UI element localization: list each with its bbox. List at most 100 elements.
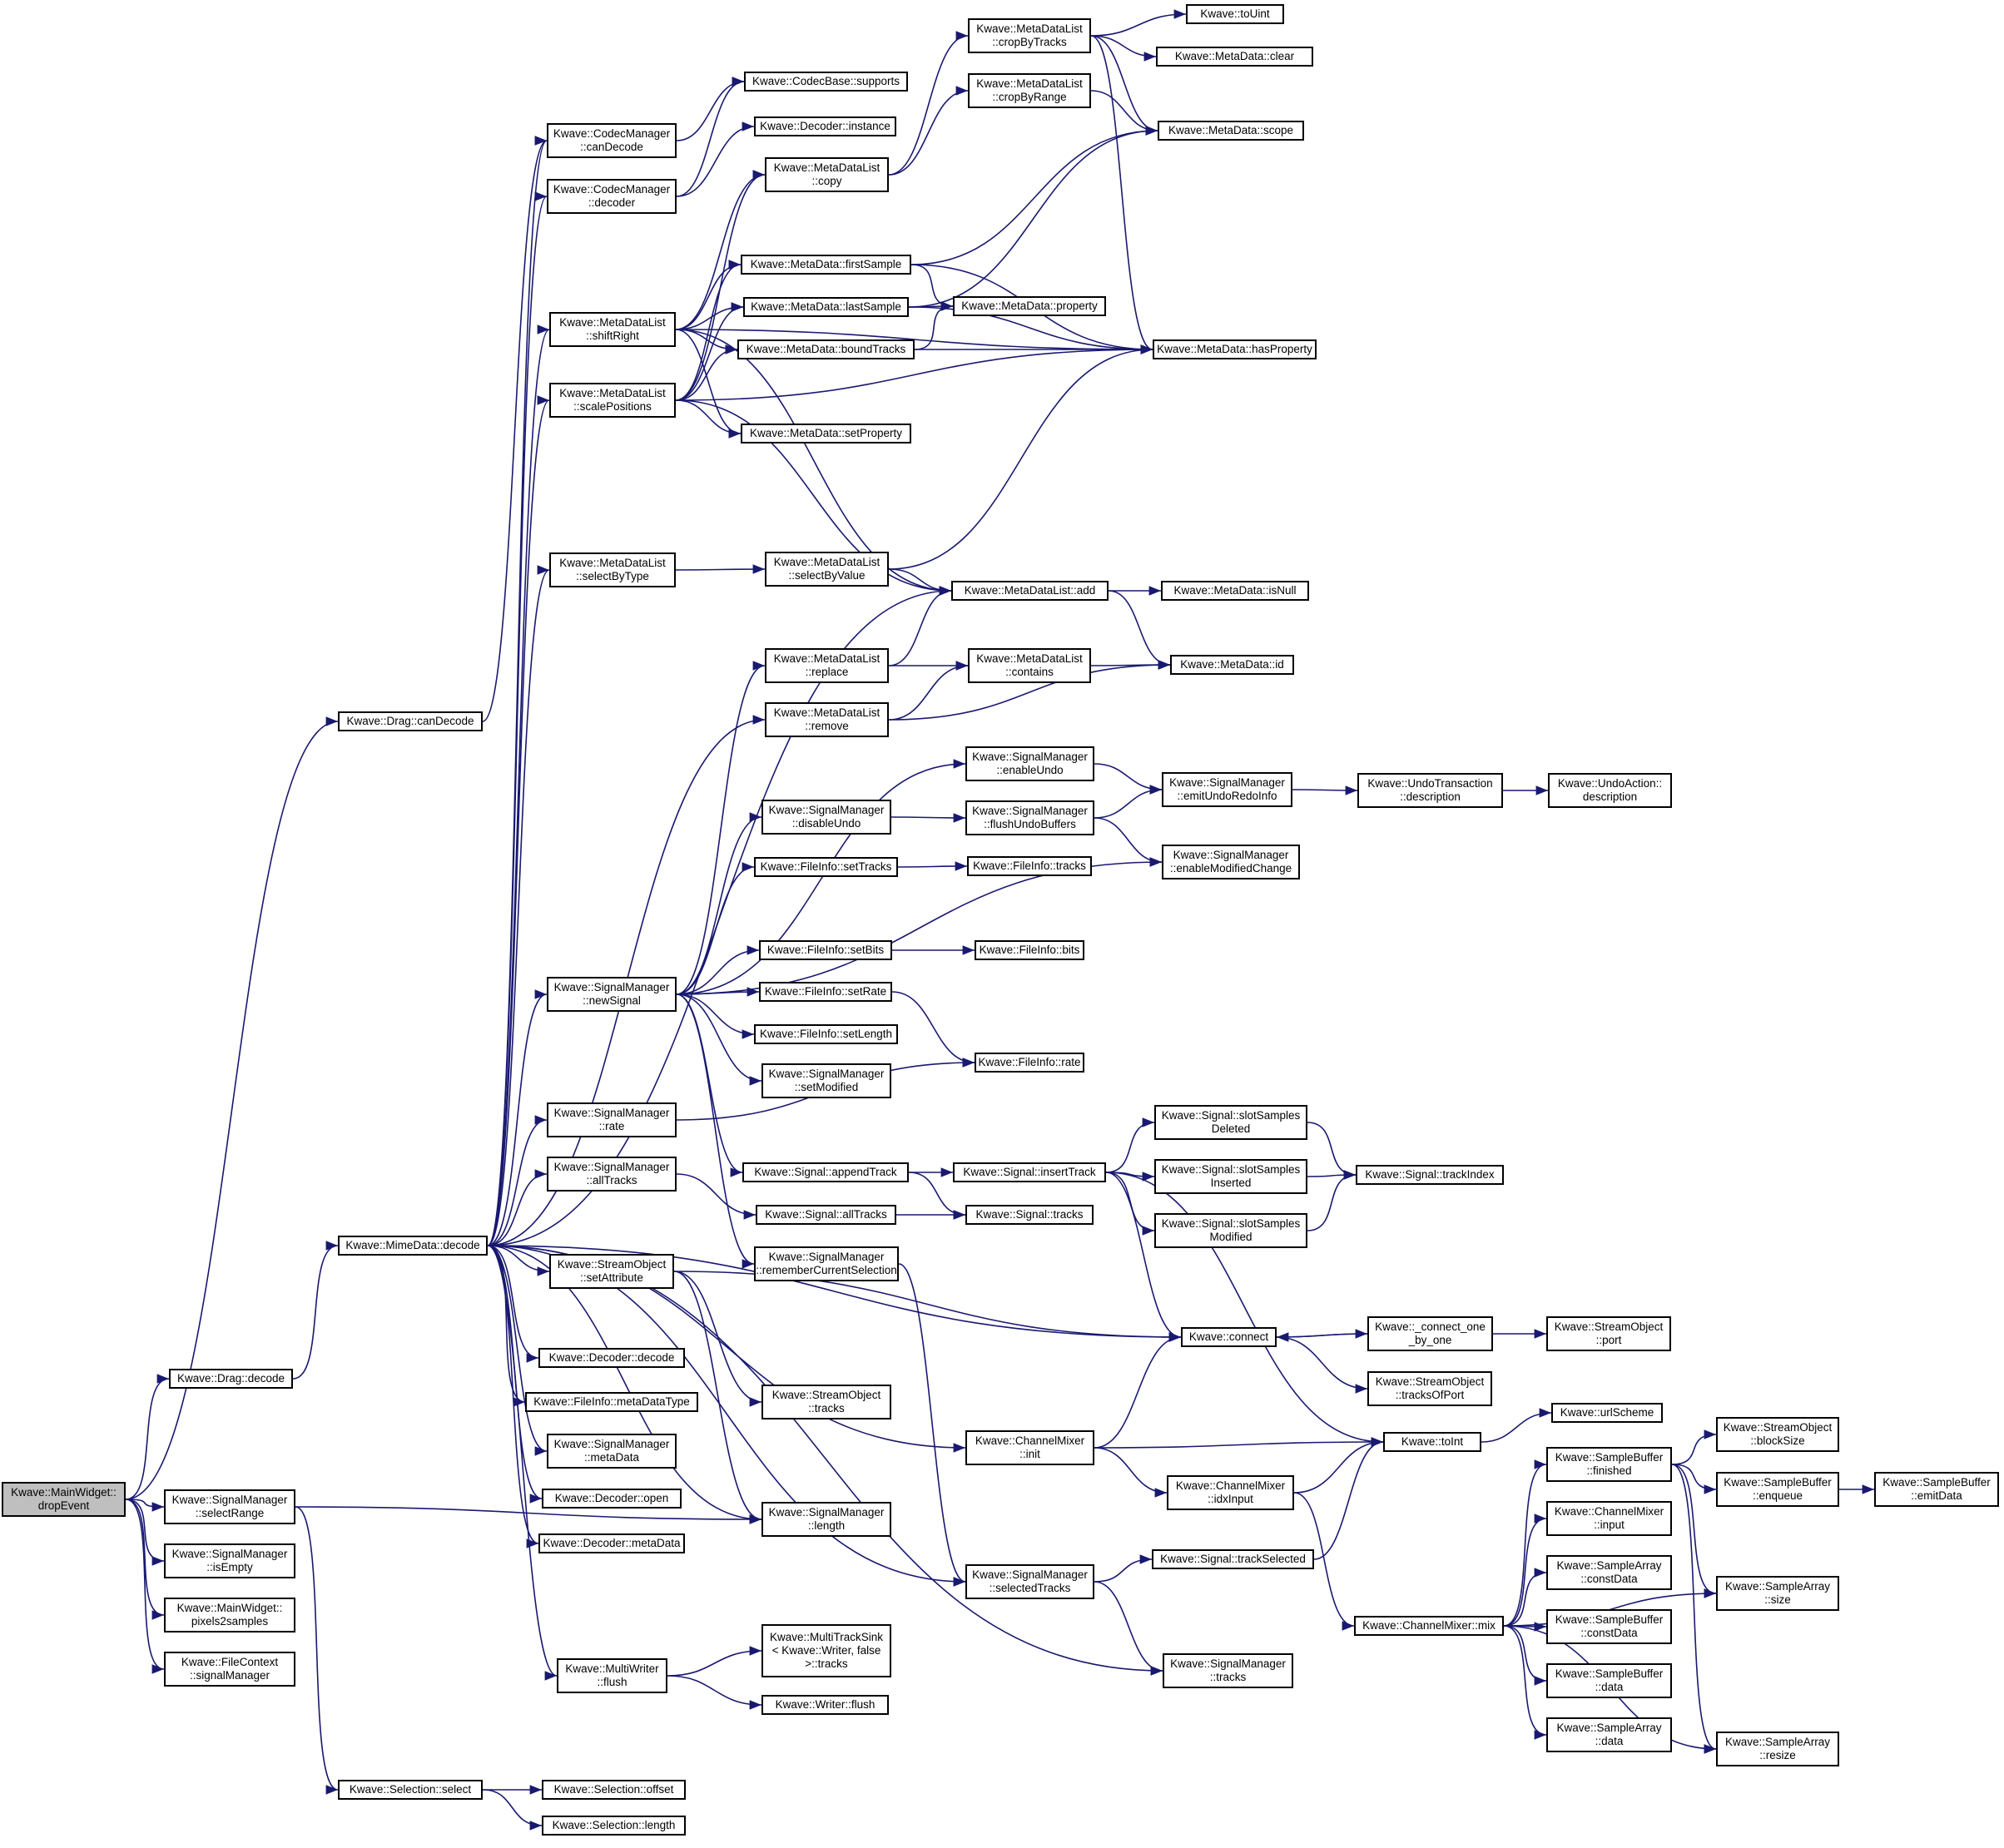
node-md-firstsample[interactable]: Kwave::MetaData::firstSample xyxy=(741,255,911,275)
node-md-lastsample[interactable]: Kwave::MetaData::lastSample xyxy=(743,297,909,317)
node-sm-selectrange[interactable]: Kwave::SignalManager::selectRange xyxy=(164,1489,295,1524)
node-sb-constdata[interactable]: Kwave::SampleBuffer::constData xyxy=(1546,1609,1672,1644)
node-urlscheme[interactable]: Kwave::urlScheme xyxy=(1551,1403,1663,1423)
node-fi-rate[interactable]: Kwave::FileInfo::rate xyxy=(975,1053,1084,1073)
node-mdl-cropbyrange[interactable]: Kwave::MetaDataList::cropByRange xyxy=(968,73,1091,108)
node-signal-tracks[interactable]: Kwave::Signal::tracks xyxy=(965,1205,1094,1225)
node-connect[interactable]: Kwave::connect xyxy=(1181,1327,1277,1347)
node-mw-pixels2samples[interactable]: Kwave::MainWidget::pixels2samples xyxy=(164,1598,295,1632)
node-md-touint[interactable]: Kwave::toUint xyxy=(1186,4,1284,24)
node-sm-rate[interactable]: Kwave::SignalManager::rate xyxy=(547,1102,677,1137)
node-sm-selectedtracks[interactable]: Kwave::SignalManager::selectedTracks xyxy=(965,1564,1094,1599)
node-fi-setlength[interactable]: Kwave::FileInfo::setLength xyxy=(754,1024,898,1044)
node-mts-tracks[interactable]: Kwave::MultiTrackSink< Kwave::Writer, fa… xyxy=(761,1624,891,1677)
node-cm-decoder[interactable]: Kwave::CodecManager::decoder xyxy=(547,179,677,214)
node-mdl-selectbyvalue[interactable]: Kwave::MetaDataList::selectByValue xyxy=(765,552,889,587)
node-mdl-scalepositions[interactable]: Kwave::MetaDataList::scalePositions xyxy=(549,383,676,418)
node-mw-flush[interactable]: Kwave::MultiWriter::flush xyxy=(557,1658,667,1693)
node-so-port[interactable]: Kwave::StreamObject::port xyxy=(1546,1316,1671,1351)
node-sa-resize[interactable]: Kwave::SampleArray::resize xyxy=(1716,1732,1839,1766)
node-sa-constdata[interactable]: Kwave::SampleArray::constData xyxy=(1546,1555,1672,1590)
node-mdl-copy[interactable]: Kwave::MetaDataList::copy xyxy=(765,157,889,192)
node-sb-emitdata[interactable]: Kwave::SampleBuffer::emitData xyxy=(1874,1472,1999,1507)
node-chm-input[interactable]: Kwave::ChannelMixer::input xyxy=(1546,1501,1672,1536)
node-sb-data[interactable]: Kwave::SampleBuffer::data xyxy=(1546,1663,1672,1698)
node-fc-signalmanager[interactable]: Kwave::FileContext::signalManager xyxy=(164,1652,295,1687)
node-sm-enableundo[interactable]: Kwave::SignalManager::enableUndo xyxy=(965,746,1094,781)
node-sb-enqueue[interactable]: Kwave::SampleBuffer::enqueue xyxy=(1716,1472,1839,1507)
node-sm-disableundo[interactable]: Kwave::SignalManager::disableUndo xyxy=(761,800,891,835)
node-mdl-contains[interactable]: Kwave::MetaDataList::contains xyxy=(968,648,1091,683)
node-sm-alltracks[interactable]: Kwave::SignalManager::allTracks xyxy=(547,1157,677,1192)
node-decoder-instance[interactable]: Kwave::Decoder::instance xyxy=(754,116,896,136)
node-sig-trackindex[interactable]: Kwave::Signal::trackIndex xyxy=(1356,1165,1504,1185)
node-sa-size[interactable]: Kwave::SampleArray::size xyxy=(1716,1576,1839,1611)
node-mdl-selectbytype[interactable]: Kwave::MetaDataList::selectByType xyxy=(549,552,676,587)
node-chm-init[interactable]: Kwave::ChannelMixer::init xyxy=(965,1430,1094,1465)
node-signal-inserttrack[interactable]: Kwave::Signal::insertTrack xyxy=(953,1162,1106,1182)
node-mdl-replace[interactable]: Kwave::MetaDataList::replace xyxy=(765,648,889,683)
node-mdl-shiftright[interactable]: Kwave::MetaDataList::shiftRight xyxy=(549,312,676,347)
node-sm-emitundoredoinfo[interactable]: Kwave::SignalManager::emitUndoRedoInfo xyxy=(1162,772,1292,807)
node-drag-decode[interactable]: Kwave::Drag::decode xyxy=(169,1369,293,1389)
node-sm-metadata[interactable]: Kwave::SignalManager::metaData xyxy=(547,1434,677,1469)
node-sa-data[interactable]: Kwave::SampleArray::data xyxy=(1546,1717,1672,1752)
node-label-line: Kwave::MainWidget:: xyxy=(11,1486,117,1499)
node-md-property[interactable]: Kwave::MetaData::property xyxy=(953,296,1106,316)
node-md-hasproperty[interactable]: Kwave::MetaData::hasProperty xyxy=(1153,339,1317,359)
node-mdl-cropbytracks[interactable]: Kwave::MetaDataList::cropByTracks xyxy=(968,18,1091,53)
node-fi-metadatatype[interactable]: Kwave::FileInfo::metaDataType xyxy=(525,1392,698,1412)
node-signal-alltracks[interactable]: Kwave::Signal::allTracks xyxy=(756,1205,896,1225)
node-so-setattribute[interactable]: Kwave::StreamObject::setAttribute xyxy=(549,1254,674,1289)
node-toint[interactable]: Kwave::toInt xyxy=(1383,1432,1481,1452)
node-ua-description[interactable]: Kwave::UndoAction::description xyxy=(1548,773,1672,808)
node-sm-length[interactable]: Kwave::SignalManager::length xyxy=(761,1502,891,1537)
edge-drag-candecode-to-cm-candecode xyxy=(482,136,548,722)
node-so-tracksofport[interactable]: Kwave::StreamObject::tracksOfPort xyxy=(1367,1371,1492,1406)
node-fi-tracks[interactable]: Kwave::FileInfo::tracks xyxy=(967,856,1092,876)
node-decoder-metadata[interactable]: Kwave::Decoder::metaData xyxy=(538,1533,685,1553)
node-chm-mix[interactable]: Kwave::ChannelMixer::mix xyxy=(1354,1616,1504,1636)
node-fi-bits[interactable]: Kwave::FileInfo::bits xyxy=(975,940,1084,960)
node-sm-enablemodifiedchange[interactable]: Kwave::SignalManager::enableModifiedChan… xyxy=(1162,845,1300,879)
node-sm-flushundobuffers[interactable]: Kwave::SignalManager::flushUndoBuffers xyxy=(965,800,1094,835)
node-sm-isempty[interactable]: Kwave::SignalManager::isEmpty xyxy=(164,1543,295,1578)
node-decoder-open[interactable]: Kwave::Decoder::open xyxy=(542,1489,682,1509)
node-md-boundtracks[interactable]: Kwave::MetaData::boundTracks xyxy=(737,339,915,359)
node-fi-settracks[interactable]: Kwave::FileInfo::setTracks xyxy=(754,857,898,877)
node-chm-idxinput[interactable]: Kwave::ChannelMixer::idxInput xyxy=(1167,1475,1294,1510)
node-sig-trackselected[interactable]: Kwave::Signal::trackSelected xyxy=(1152,1549,1314,1569)
node-fi-setrate[interactable]: Kwave::FileInfo::setRate xyxy=(759,982,892,1002)
node-mdl-remove[interactable]: Kwave::MetaDataList::remove xyxy=(765,702,889,737)
node-sm-setmodified[interactable]: Kwave::SignalManager::setModified xyxy=(761,1063,891,1098)
node-codecbase-supports[interactable]: Kwave::CodecBase::supports xyxy=(744,72,908,92)
node-ut-description[interactable]: Kwave::UndoTransaction::description xyxy=(1357,773,1503,808)
node-fi-setbits[interactable]: Kwave::FileInfo::setBits xyxy=(759,940,892,960)
node-drag-candecode[interactable]: Kwave::Drag::canDecode xyxy=(338,711,483,731)
node-sel-offset[interactable]: Kwave::Selection::offset xyxy=(542,1780,686,1800)
node-so-tracks[interactable]: Kwave::StreamObject::tracks xyxy=(761,1385,891,1419)
node-mdl-add[interactable]: Kwave::MetaDataList::add xyxy=(951,581,1109,601)
node-sel-length[interactable]: Kwave::Selection::length xyxy=(542,1816,686,1836)
node-sm-newsignal[interactable]: Kwave::SignalManager::newSignal xyxy=(547,977,677,1012)
node-md-isnull[interactable]: Kwave::MetaData::isNull xyxy=(1161,581,1309,601)
node-sel-select[interactable]: Kwave::Selection::select xyxy=(338,1780,483,1800)
node-sb-finished[interactable]: Kwave::SampleBuffer::finished xyxy=(1546,1447,1672,1482)
node-writer-flush[interactable]: Kwave::Writer::flush xyxy=(761,1695,889,1715)
node-md-clear[interactable]: Kwave::MetaData::clear xyxy=(1156,47,1313,67)
node-connect-one-by-one[interactable]: Kwave::_connect_one_by_one xyxy=(1367,1316,1493,1351)
node-so-blocksize[interactable]: Kwave::StreamObject::blockSize xyxy=(1716,1417,1839,1452)
node-md-scope[interactable]: Kwave::MetaData::scope xyxy=(1158,121,1304,141)
node-sm-remembercurrentselection[interactable]: Kwave::SignalManager::rememberCurrentSel… xyxy=(754,1246,899,1281)
node-md-setproperty[interactable]: Kwave::MetaData::setProperty xyxy=(741,424,911,443)
node-root[interactable]: Kwave::MainWidget::dropEvent xyxy=(2,1482,126,1517)
node-decoder-decode[interactable]: Kwave::Decoder::decode xyxy=(538,1348,685,1368)
node-sm-tracks[interactable]: Kwave::SignalManager::tracks xyxy=(1163,1653,1293,1688)
node-cm-candecode[interactable]: Kwave::CodecManager::canDecode xyxy=(547,123,677,158)
node-signal-appendtrack[interactable]: Kwave::Signal::appendTrack xyxy=(742,1162,909,1182)
node-mime-decode[interactable]: Kwave::MimeData::decode xyxy=(338,1236,488,1256)
node-md-id[interactable]: Kwave::MetaData::id xyxy=(1170,655,1294,675)
